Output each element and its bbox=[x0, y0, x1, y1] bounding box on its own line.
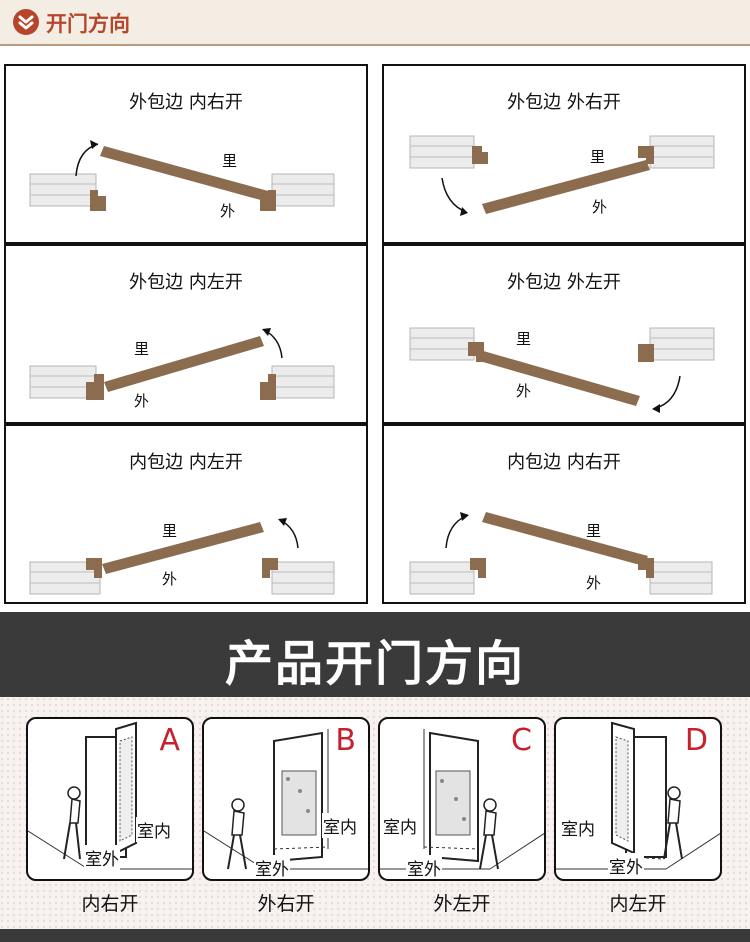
door-diagram: 里 外 bbox=[409, 512, 713, 595]
door-leaf bbox=[482, 512, 648, 566]
panel-title: 外包边 内左开 bbox=[129, 272, 243, 293]
door-diagram: 里 外 bbox=[409, 327, 715, 413]
wall-right bbox=[260, 365, 335, 400]
door-scene bbox=[28, 721, 192, 870]
door-leaf bbox=[104, 336, 264, 392]
indoor-label: 室内 bbox=[560, 815, 596, 840]
wall-right bbox=[638, 135, 715, 169]
wall-left bbox=[409, 558, 486, 595]
wall-right bbox=[638, 558, 713, 595]
door-diagram: 里 外 bbox=[29, 328, 335, 410]
panel-title: 外包边 外右开 bbox=[507, 92, 621, 113]
outside-label: 外 bbox=[162, 570, 177, 588]
inside-label: 里 bbox=[162, 522, 177, 540]
door-label-d: 内左开 bbox=[609, 893, 667, 915]
panel-outer-trim-outward-left: 外包边 外左开 里 外 bbox=[382, 244, 746, 424]
wall-right bbox=[638, 327, 715, 362]
outdoor-label: 室外 bbox=[254, 855, 290, 879]
door-label-c: 外左开 bbox=[433, 893, 491, 915]
outside-label: 外 bbox=[220, 202, 235, 220]
door-letter: D bbox=[684, 723, 708, 758]
door-illustration-row: A 室内 室外 内右开 B 室内 室外 外右开 bbox=[0, 697, 750, 942]
door-leaf bbox=[102, 522, 264, 574]
door-leaf bbox=[100, 146, 272, 202]
outside-label: 外 bbox=[134, 392, 149, 410]
outdoor-label: 室外 bbox=[84, 845, 120, 870]
door-card-b: B 室内 室外 bbox=[202, 717, 370, 881]
door-scene bbox=[204, 729, 368, 870]
wall-left bbox=[409, 327, 484, 362]
wall-left bbox=[29, 173, 106, 211]
door-leaf bbox=[482, 160, 650, 214]
door-scene bbox=[556, 721, 720, 870]
wall-right bbox=[262, 558, 335, 595]
door-letter: C bbox=[511, 723, 532, 758]
banner-title: 产品开门方向 bbox=[224, 636, 525, 692]
wall-left bbox=[409, 135, 488, 169]
section-title: 开门方向 bbox=[46, 12, 130, 36]
panel-inner-trim-inward-left: 内包边 内左开 里 外 bbox=[4, 424, 368, 604]
door-card-d: D 室内 室外 bbox=[554, 717, 722, 881]
outside-label: 外 bbox=[516, 382, 531, 400]
inside-label: 里 bbox=[590, 148, 605, 166]
wall-left bbox=[29, 365, 104, 400]
inside-label: 里 bbox=[586, 522, 601, 540]
door-letter: A bbox=[159, 723, 180, 758]
door-scene bbox=[380, 729, 544, 870]
panel-outer-trim-outward-right: 外包边 外右开 里 外 bbox=[382, 64, 746, 244]
panel-title: 内包边 内左开 bbox=[129, 452, 243, 473]
product-direction-banner: 产品开门方向 bbox=[0, 612, 750, 697]
door-card-c: C 室内 室外 bbox=[378, 717, 546, 881]
panel-outer-trim-inward-left: 外包边 内左开 里 外 bbox=[4, 244, 368, 424]
panel-title: 内包边 内右开 bbox=[507, 452, 621, 473]
inside-label: 里 bbox=[222, 152, 237, 170]
section-header: 开门方向 bbox=[0, 0, 750, 46]
indoor-label: 室内 bbox=[136, 817, 172, 842]
door-diagram: 里 外 bbox=[409, 135, 715, 216]
chevron-down-icon bbox=[13, 9, 39, 35]
door-direction-grid: 外包边 内右开 里 外 外包边 外右开 bbox=[4, 64, 748, 606]
outside-label: 外 bbox=[592, 198, 607, 216]
panel-inner-trim-inward-right: 内包边 内右开 里 外 bbox=[382, 424, 746, 604]
indoor-label: 室内 bbox=[382, 813, 418, 838]
wall-left bbox=[29, 558, 102, 595]
panel-title: 外包边 外左开 bbox=[507, 272, 621, 293]
outdoor-label: 室外 bbox=[608, 853, 644, 878]
inside-label: 里 bbox=[134, 340, 149, 358]
panel-outer-trim-inward-right: 外包边 内右开 里 外 bbox=[4, 64, 368, 244]
outside-label: 外 bbox=[586, 574, 601, 592]
outdoor-label: 室外 bbox=[406, 855, 442, 879]
door-diagram: 里 外 bbox=[29, 140, 335, 220]
door-letter: B bbox=[335, 723, 356, 758]
door-card-a: A 室内 室外 bbox=[26, 717, 194, 881]
door-diagram: 里 外 bbox=[29, 518, 335, 595]
inside-label: 里 bbox=[516, 330, 531, 348]
door-label-b: 外右开 bbox=[257, 893, 315, 915]
door-leaf bbox=[476, 350, 640, 406]
indoor-label: 室内 bbox=[322, 813, 358, 838]
door-label-a: 内右开 bbox=[81, 893, 139, 915]
panel-title: 外包边 内右开 bbox=[129, 92, 243, 113]
